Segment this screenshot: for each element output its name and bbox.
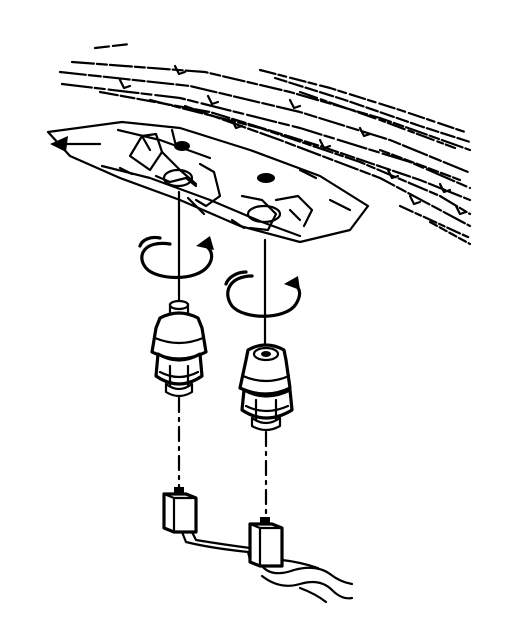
floor-panel [46,42,472,246]
panel-hole-left [174,141,190,151]
right-bulb-socket [238,343,294,432]
rib-clips [118,64,468,216]
left-wiring-connector [162,487,198,534]
left-bulb-socket [150,299,208,398]
left-socket-assembly [138,190,214,534]
panel-hole-right [257,173,275,183]
lamp-housing-plate [46,120,370,244]
panel-ribs [58,42,472,246]
arrow-left-icon [50,136,102,152]
right-socket-mount [230,168,352,232]
rotate-clockwise-icon [138,235,214,279]
left-socket-mount [118,132,222,216]
rotate-clockwise-icon [224,270,302,318]
right-wiring-connector [248,517,284,568]
right-socket-assembly [224,238,302,568]
wiring-harness [180,530,354,604]
